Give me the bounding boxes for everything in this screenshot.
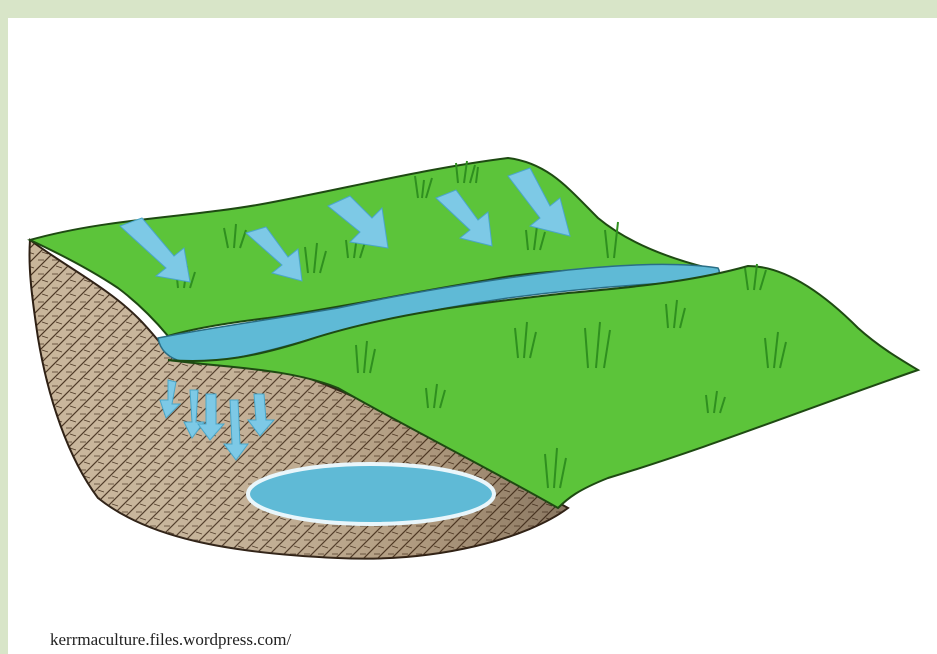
- swale-illustration: [8, 18, 937, 654]
- groundwater-lens: [248, 464, 494, 524]
- content-panel: kerrmaculture.files.wordpress.com/: [8, 18, 937, 654]
- image-source-caption: kerrmaculture.files.wordpress.com/: [50, 630, 291, 650]
